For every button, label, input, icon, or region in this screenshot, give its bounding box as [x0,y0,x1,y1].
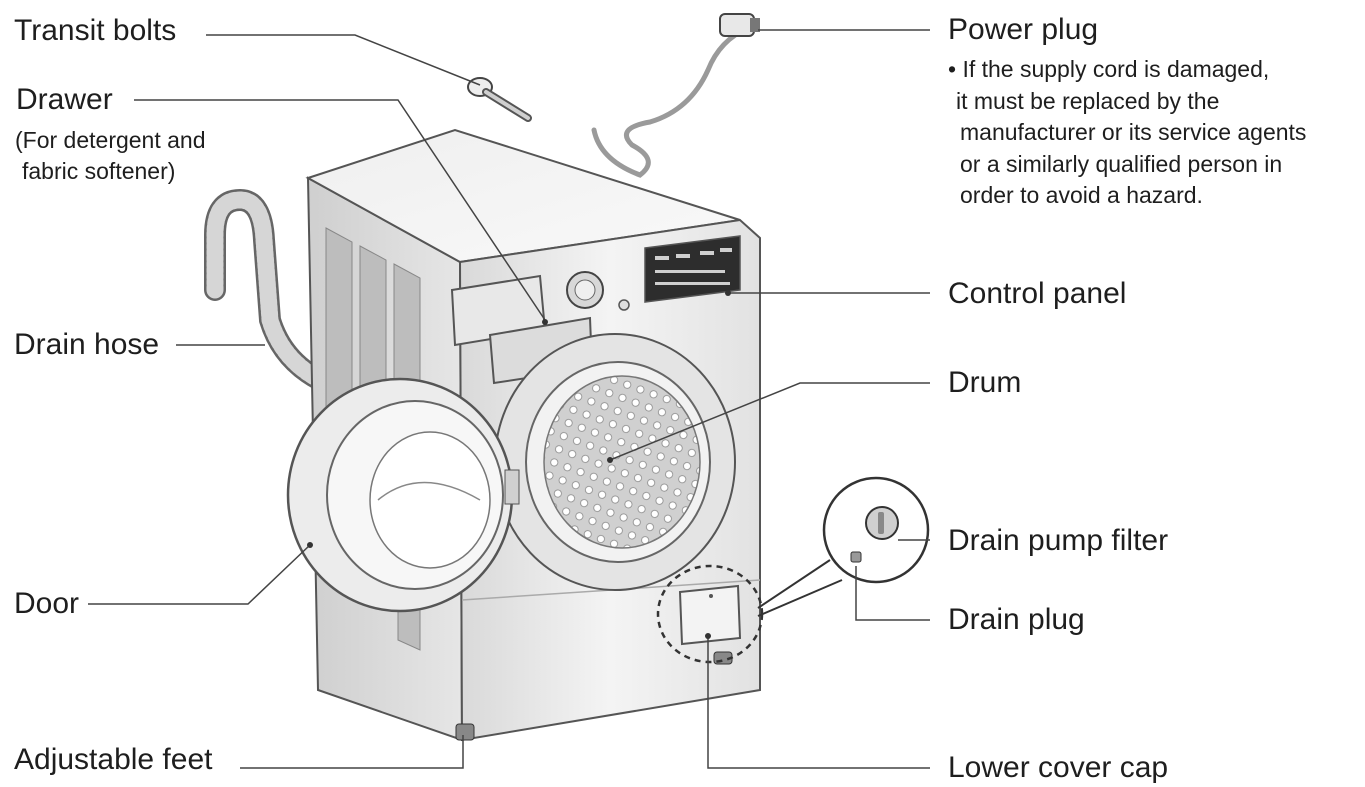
power-plug-note: • If the supply cord is damaged, it must… [948,54,1306,212]
label-lower-cover-cap: Lower cover cap [948,751,1169,784]
label-drain-plug: Drain plug [948,603,1085,636]
label-drain-hose: Drain hose [14,328,160,361]
power-cord [591,25,751,178]
label-power-plug: Power plug [948,13,1099,46]
drum [494,333,736,591]
door [286,377,520,613]
power-note-line: it must be replaced by the [956,87,1220,114]
power-note-line: manufacturer or its service agents [960,119,1307,145]
label-drum: Drum [948,366,1022,399]
label-drawer-note-2: fabric softener) [22,158,176,184]
label-control-panel: Control panel [948,277,1127,310]
leader-lines [88,29,930,769]
transit-bolt-icon [467,77,532,122]
power-note-line: or a similarly qualified person in [960,150,1283,177]
drain-pump-zoom-callout [757,476,930,617]
control-panel-display [566,235,741,311]
label-transit-bolts: Transit bolts [14,14,177,47]
label-drawer-note-1: (For detergent and [15,127,206,153]
power-plug-icon [719,13,760,37]
drain-plug-icon [850,551,862,563]
label-adjustable-feet: Adjustable feet [14,743,213,776]
power-note-line: order to avoid a hazard. [960,182,1203,208]
power-note-line: • If the supply cord is damaged, [948,56,1270,82]
detergent-drawer [450,274,594,385]
adjustable-foot [455,723,475,741]
label-drain-pump-filter: Drain pump filter [948,524,1169,557]
label-door: Door [14,587,80,620]
label-drawer: Drawer [16,83,113,116]
drain-hose-icon [204,188,331,391]
